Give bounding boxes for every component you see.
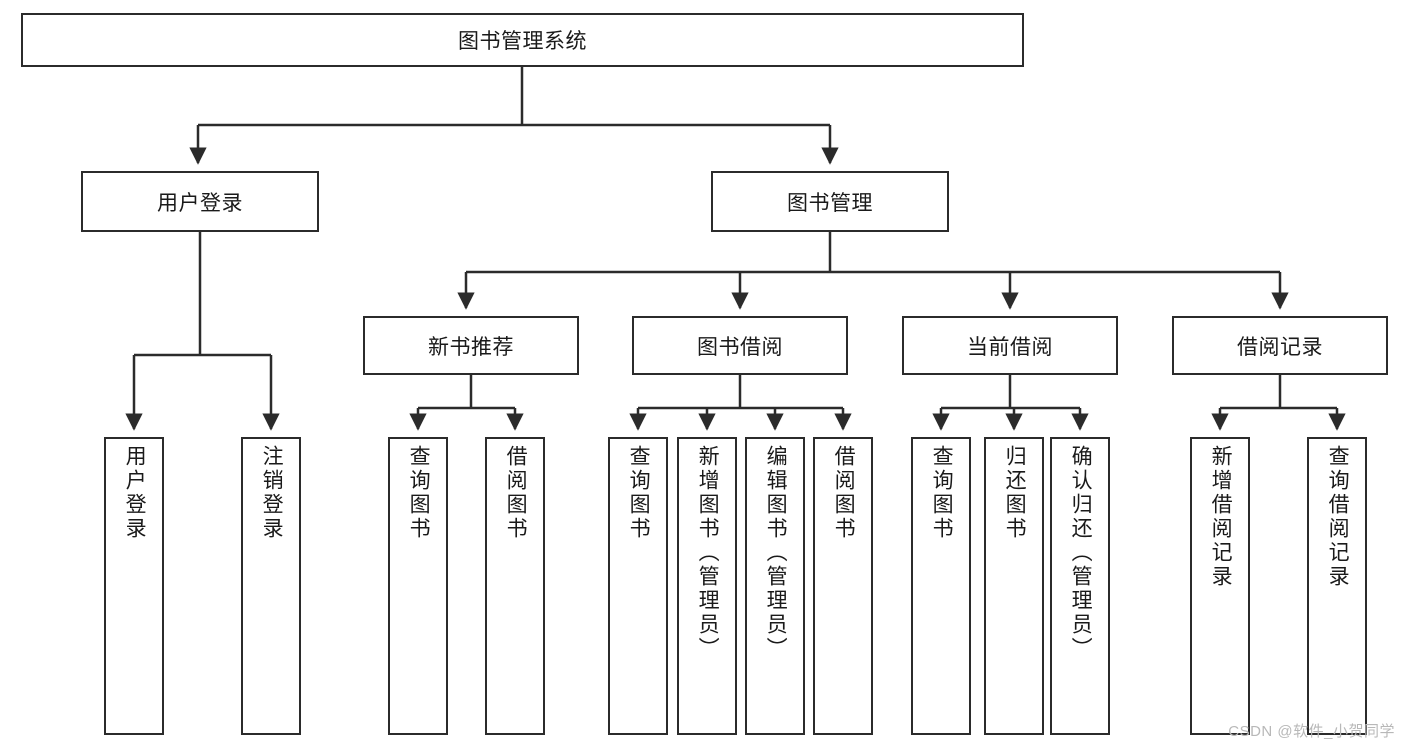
- node-leaf-add-borrow-record-label: 新增借阅记录: [1209, 445, 1233, 589]
- node-leaf-edit-book-label: 编辑图书（管理员）: [764, 445, 788, 661]
- edge-group-borrow-record: [1211, 375, 1346, 431]
- edge-group-new-book-recommend: [409, 375, 524, 431]
- edge-group-root: [189, 67, 839, 165]
- node-leaf-add-borrow-record[interactable]: 新增借阅记录: [1190, 437, 1250, 735]
- node-leaf-return-book[interactable]: 归还图书: [984, 437, 1044, 735]
- node-borrow-record[interactable]: 借阅记录: [1172, 316, 1388, 375]
- node-current-borrow[interactable]: 当前借阅: [902, 316, 1118, 375]
- node-leaf-borrow-book-recommend[interactable]: 借阅图书: [485, 437, 545, 735]
- node-leaf-query-borrow-record-label: 查询借阅记录: [1326, 445, 1350, 589]
- node-leaf-user-login[interactable]: 用户登录: [104, 437, 164, 735]
- edge-group-book-management: [457, 232, 1289, 310]
- node-leaf-user-logout[interactable]: 注销登录: [241, 437, 301, 735]
- node-root-label: 图书管理系统: [458, 30, 587, 53]
- node-leaf-confirm-return[interactable]: 确认归还（管理员）: [1050, 437, 1110, 735]
- node-user-login[interactable]: 用户登录: [81, 171, 319, 232]
- node-leaf-query-book-recommend[interactable]: 查询图书: [388, 437, 448, 735]
- node-leaf-borrow-book[interactable]: 借阅图书: [813, 437, 873, 735]
- node-leaf-query-book-current-label: 查询图书: [930, 445, 954, 541]
- node-leaf-edit-book[interactable]: 编辑图书（管理员）: [745, 437, 805, 735]
- node-leaf-query-book-borrow[interactable]: 查询图书: [608, 437, 668, 735]
- node-leaf-borrow-book-label: 借阅图书: [832, 445, 856, 541]
- node-book-management[interactable]: 图书管理: [711, 171, 949, 232]
- node-user-login-label: 用户登录: [157, 191, 243, 215]
- node-leaf-query-book-recommend-label: 查询图书: [407, 445, 431, 541]
- watermark-text: CSDN @软件_小贺同学: [1228, 723, 1395, 740]
- node-leaf-user-logout-label: 注销登录: [260, 445, 284, 541]
- node-leaf-borrow-book-recommend-label: 借阅图书: [504, 445, 528, 541]
- node-leaf-add-book-label: 新增图书（管理员）: [696, 445, 720, 661]
- node-book-management-label: 图书管理: [787, 191, 873, 215]
- node-current-borrow-label: 当前借阅: [967, 335, 1053, 359]
- node-leaf-confirm-return-label: 确认归还（管理员）: [1069, 445, 1093, 661]
- node-root[interactable]: 图书管理系统: [21, 13, 1024, 67]
- node-leaf-add-book[interactable]: 新增图书（管理员）: [677, 437, 737, 735]
- node-leaf-user-login-label: 用户登录: [123, 445, 147, 541]
- node-book-borrow-label: 图书借阅: [697, 335, 783, 359]
- node-book-borrow[interactable]: 图书借阅: [632, 316, 848, 375]
- edge-group-current-borrow: [932, 375, 1089, 431]
- edge-group-book-borrow: [629, 375, 852, 431]
- node-new-book-recommend-label: 新书推荐: [428, 335, 514, 359]
- node-leaf-query-book-current[interactable]: 查询图书: [911, 437, 971, 735]
- node-leaf-return-book-label: 归还图书: [1003, 445, 1027, 541]
- node-borrow-record-label: 借阅记录: [1237, 335, 1323, 359]
- node-new-book-recommend[interactable]: 新书推荐: [363, 316, 579, 375]
- node-leaf-query-borrow-record[interactable]: 查询借阅记录: [1307, 437, 1367, 735]
- edge-group-user-login: [125, 232, 280, 431]
- node-leaf-query-book-borrow-label: 查询图书: [627, 445, 651, 541]
